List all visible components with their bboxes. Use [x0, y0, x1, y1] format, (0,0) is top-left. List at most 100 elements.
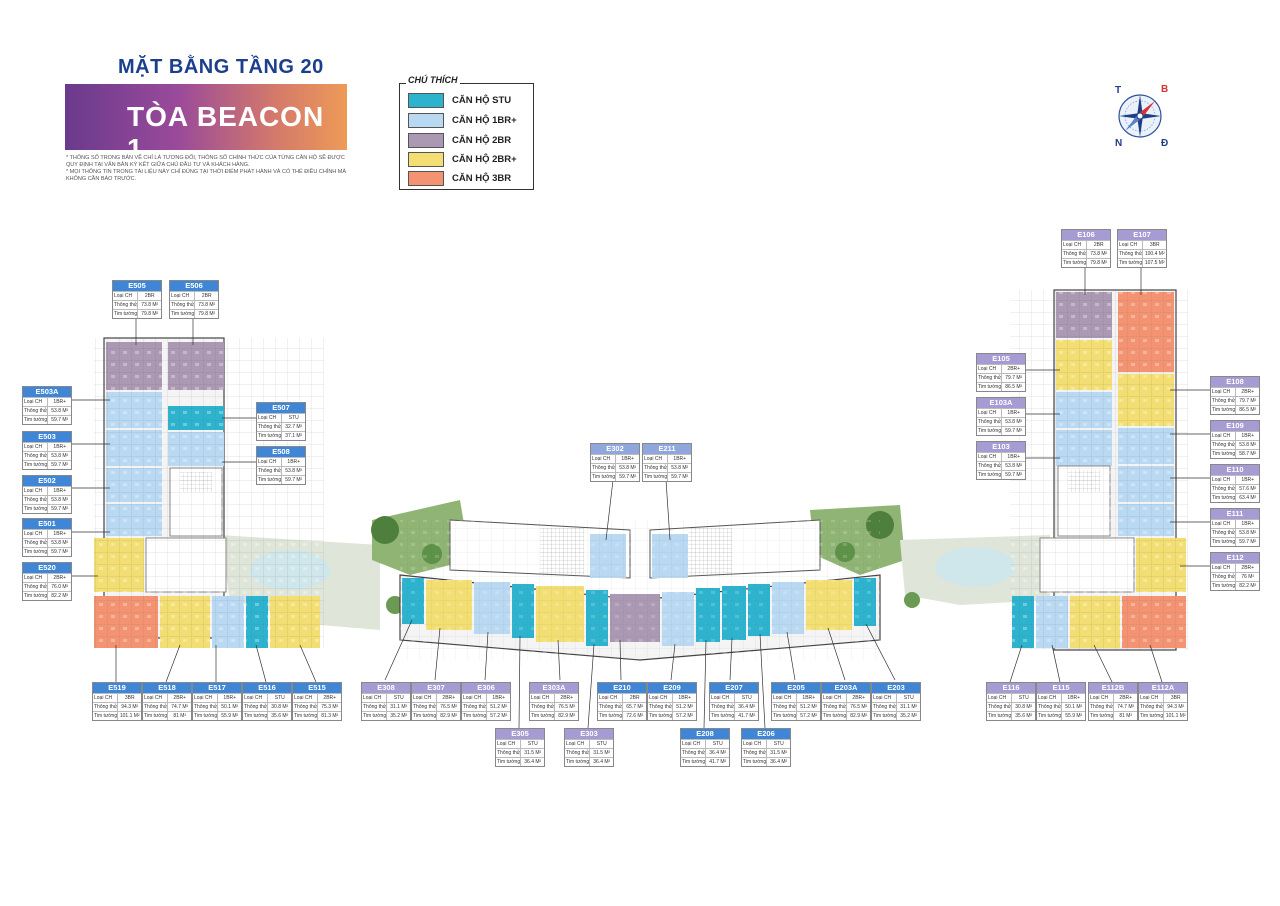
unit-type: 1BR+: [1060, 694, 1086, 702]
unit-net-area: 53.8 M²: [1000, 462, 1026, 470]
field-label: Thông thủy: [24, 408, 47, 414]
net-row: Thông thủy53.8 M²: [643, 463, 691, 472]
field-label: Thông thủy: [1090, 704, 1113, 710]
field-label: Thông thủy: [773, 704, 796, 710]
unit-type: 2BR+: [553, 694, 579, 702]
field-label: Tim tường: [1038, 713, 1061, 719]
net-row: Thông thủy76 M²: [1211, 572, 1259, 581]
unit-type: STU: [895, 694, 921, 702]
legend-label: CĂN HỘ 2BR+: [452, 153, 517, 165]
unit-code: E517: [193, 683, 241, 693]
net-row: Thông thủy50.1 M²: [193, 702, 241, 711]
unit-net-area: 76.5 M²: [553, 703, 579, 711]
net-row: Thông thủy51.2 M²: [462, 702, 510, 711]
net-row: Thông thủy76.5 M²: [822, 702, 870, 711]
unit-code: E307: [412, 683, 460, 693]
unit-type: 3BR: [1141, 241, 1167, 249]
unit-net-area: 73.8 M²: [193, 301, 219, 309]
unit-net-area: 76.5 M²: [845, 703, 871, 711]
unit-net-area: 31.5 M²: [588, 749, 614, 757]
unit-net-area: 31.5 M²: [765, 749, 791, 757]
field-label: Loại CH: [24, 444, 43, 450]
field-label: Loại CH: [988, 695, 1007, 701]
unit-gross-area: 41.7 M²: [733, 712, 759, 720]
net-row: Thông thủy31.1 M²: [872, 702, 920, 711]
building-name: TÒA BEACON 1: [127, 101, 325, 164]
unit-code: E519: [93, 683, 141, 693]
unit-gross-area: 59.7 M²: [46, 416, 72, 424]
unit-net-area: 50.1 M²: [216, 703, 242, 711]
field-label: Tim tường: [294, 713, 317, 719]
field-label: Tim tường: [592, 474, 615, 480]
net-row: Thông thủy94.3 M²: [1139, 702, 1187, 711]
field-label: Loại CH: [363, 695, 382, 701]
unit-type: STU: [280, 414, 306, 422]
field-label: Tim tường: [566, 759, 589, 765]
field-label: Loại CH: [1063, 242, 1082, 248]
field-label: Loại CH: [599, 695, 618, 701]
unit-code: E207: [710, 683, 758, 693]
unit-type: 1BR+: [795, 694, 821, 702]
unit-code: E508: [257, 447, 305, 457]
field-label: Loại CH: [258, 459, 277, 465]
field-label: Tim tường: [94, 713, 117, 719]
unit-type: STU: [1010, 694, 1036, 702]
net-row: Thông thủy31.5 M²: [565, 748, 613, 757]
compass-label-d: Đ: [1161, 138, 1168, 148]
field-label: Tim tường: [743, 759, 766, 765]
unit-net-area: 57.6 M²: [1234, 485, 1260, 493]
net-row: Thông thủy30.8 M²: [987, 702, 1035, 711]
field-label: Thông thủy: [258, 468, 281, 474]
unit-gross-area: 59.7 M²: [614, 473, 640, 481]
field-label: Loại CH: [644, 456, 663, 462]
unit-code: E503A: [23, 387, 71, 397]
field-label: Loại CH: [1140, 695, 1159, 701]
unit-gross-area: 86.5 M²: [1234, 406, 1260, 414]
unit-code: E208: [681, 729, 729, 739]
field-label: Loại CH: [1212, 389, 1231, 395]
unit-code: E110: [1211, 465, 1259, 475]
unit-code: E502: [23, 476, 71, 486]
field-label: Loại CH: [592, 456, 611, 462]
net-row: Thông thủy36.4 M²: [681, 748, 729, 757]
field-label: Thông thủy: [649, 704, 672, 710]
net-row: Thông thủy65.7 M²: [598, 702, 646, 711]
net-row: Thông thủy73.8 M²: [1062, 249, 1110, 258]
compass-label-b: B: [1161, 84, 1168, 95]
unit-net-area: 31.1 M²: [385, 703, 411, 711]
field-label: Thông thủy: [1212, 398, 1235, 404]
field-label: Tim tường: [599, 713, 622, 719]
legend-item-3br: CĂN HỘ 3BR: [408, 170, 511, 186]
unit-gross-area: 101.1 M²: [116, 712, 142, 720]
unit-gross-area: 35.2 M²: [385, 712, 411, 720]
